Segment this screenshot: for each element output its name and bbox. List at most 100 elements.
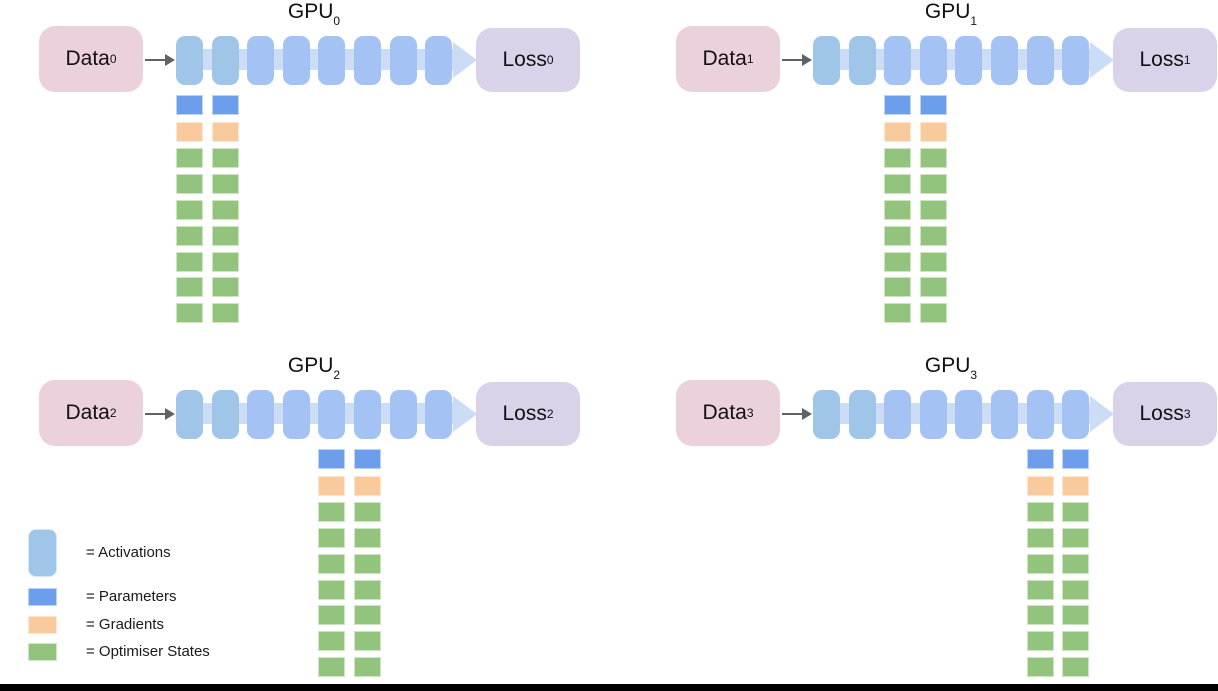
data-node-label: Data: [65, 47, 110, 70]
optim-shard-cell: [884, 303, 911, 323]
loss-node-sub: 3: [1183, 407, 1191, 421]
optim-shard-cell: [354, 528, 381, 548]
activation-block: [425, 390, 452, 439]
data-node-label: Data: [65, 401, 110, 424]
optim-shard-cell: [920, 148, 947, 168]
grads-shard-cell: [176, 122, 203, 142]
loss-node-sub: 2: [546, 407, 554, 421]
optim-shard-cell: [920, 303, 947, 323]
grads-shard-cell: [1062, 476, 1089, 496]
optim-shard-cell: [1027, 580, 1054, 600]
optim-shard-cell: [212, 200, 239, 220]
activation-block: [318, 36, 345, 85]
legend-swatch-optimiser-states-icon: [28, 643, 57, 661]
optim-shard-cell: [212, 303, 239, 323]
input-arrowhead-icon: [802, 54, 812, 66]
params-shard-cell: [354, 449, 381, 469]
optim-shard-cell: [176, 148, 203, 168]
optim-shard-cell: [1062, 631, 1089, 651]
loss-node-label: Loss: [502, 48, 547, 71]
optim-shard-cell: [920, 200, 947, 220]
loss-node-sub: 0: [546, 53, 554, 67]
activation-block: [212, 36, 239, 85]
gpu-title-text: GPU: [287, 354, 334, 377]
optim-shard-cell: [176, 303, 203, 323]
params-shard-cell: [212, 95, 239, 115]
activation-block: [1027, 36, 1054, 85]
gpu-title: GPU3: [871, 354, 1031, 387]
optim-shard-cell: [1027, 605, 1054, 625]
optim-shard-cell: [354, 554, 381, 574]
activation-block: [212, 390, 239, 439]
optim-shard-cell: [920, 226, 947, 246]
grads-shard-cell: [1027, 476, 1054, 496]
activation-block: [1062, 390, 1089, 439]
gpu-title-sub: 3: [970, 368, 978, 382]
activation-block: [390, 390, 417, 439]
params-shard-cell: [1027, 449, 1054, 469]
optim-shard-cell: [884, 252, 911, 272]
input-arrow-icon: [782, 59, 803, 61]
optim-shard-cell: [318, 605, 345, 625]
optim-shard-cell: [176, 174, 203, 194]
bottom-border: [0, 684, 1218, 691]
grads-shard-cell: [920, 122, 947, 142]
legend-label: = Optimiser States: [86, 643, 210, 660]
gpu-title: GPU2: [234, 354, 394, 387]
grads-shard-cell: [884, 122, 911, 142]
gpu-title-text: GPU: [924, 0, 971, 23]
optim-shard-cell: [1062, 528, 1089, 548]
optim-shard-cell: [176, 226, 203, 246]
optim-shard-cell: [318, 580, 345, 600]
optim-shard-cell: [1062, 554, 1089, 574]
input-arrowhead-icon: [802, 408, 812, 420]
legend-label: = Parameters: [86, 588, 177, 605]
optim-shard-cell: [1027, 502, 1054, 522]
activation-block: [425, 36, 452, 85]
activation-block: [176, 390, 203, 439]
optim-shard-cell: [920, 252, 947, 272]
input-arrowhead-icon: [165, 54, 175, 66]
input-arrow-icon: [782, 413, 803, 415]
optim-shard-cell: [1027, 554, 1054, 574]
activation-block: [813, 390, 840, 439]
activation-block: [283, 390, 310, 439]
optim-shard-cell: [1027, 631, 1054, 651]
optim-shard-cell: [1062, 605, 1089, 625]
params-shard-cell: [1062, 449, 1089, 469]
optim-shard-cell: [354, 580, 381, 600]
params-shard-cell: [318, 449, 345, 469]
optim-shard-cell: [212, 148, 239, 168]
optim-shard-cell: [1027, 657, 1054, 677]
gpu-title-sub: 2: [333, 368, 341, 382]
optim-shard-cell: [354, 631, 381, 651]
activation-block: [849, 36, 876, 85]
loss-node-sub: 1: [1183, 53, 1191, 67]
activation-block: [354, 36, 381, 85]
optim-shard-cell: [884, 200, 911, 220]
optim-shard-cell: [212, 252, 239, 272]
flow-arrowhead-icon: [1090, 396, 1114, 432]
activation-block: [283, 36, 310, 85]
activation-block: [354, 390, 381, 439]
loss-node-label: Loss: [1139, 48, 1184, 71]
optim-shard-cell: [318, 657, 345, 677]
activation-block: [318, 390, 345, 439]
optim-shard-cell: [884, 226, 911, 246]
gpu-title: GPU0: [234, 0, 394, 33]
activation-block: [955, 36, 982, 85]
optim-shard-cell: [176, 252, 203, 272]
optim-shard-cell: [1062, 580, 1089, 600]
optim-shard-cell: [212, 174, 239, 194]
activation-block: [176, 36, 203, 85]
grads-shard-cell: [354, 476, 381, 496]
activation-block: [247, 390, 274, 439]
flow-arrowhead-icon: [1090, 42, 1114, 78]
data-node-sub: 0: [109, 52, 117, 66]
optim-shard-cell: [176, 200, 203, 220]
